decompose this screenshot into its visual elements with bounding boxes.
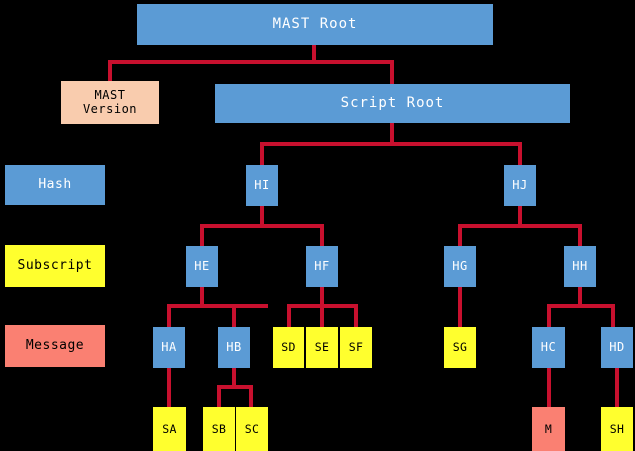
node-label-sf: SF <box>348 340 364 355</box>
node-label-hc: HC <box>540 339 557 354</box>
node-label-hd: HD <box>609 339 625 354</box>
node-label-sh: SH <box>609 421 625 436</box>
edge-hh-bar <box>547 304 615 308</box>
node-label-sc: SC <box>244 421 260 436</box>
node-hh[interactable]: HH <box>564 246 596 287</box>
node-label-se: SE <box>314 340 330 355</box>
node-label-hh: HH <box>572 258 588 273</box>
node-label-hf: HF <box>314 258 330 273</box>
node-label-hj: HJ <box>512 177 528 192</box>
edge-ha-to-sa <box>167 367 171 408</box>
edge-hb-bar <box>217 385 253 389</box>
edge-hh-to-hd <box>611 304 615 328</box>
edge-hf-to-sf <box>354 304 358 328</box>
edge-hi-bar <box>200 224 324 228</box>
legend-item-message: Message <box>5 325 105 367</box>
node-mast-root[interactable]: MAST Root <box>137 4 493 45</box>
node-sb[interactable]: SB <box>203 407 235 451</box>
node-he[interactable]: HE <box>186 246 218 287</box>
edge-hg-to-sg <box>458 286 462 328</box>
edge-scriptroot-to-hi <box>260 142 264 166</box>
edge-he-stem <box>200 286 204 306</box>
edge-mastroot-bar <box>108 60 394 64</box>
node-hf[interactable]: HF <box>306 246 338 287</box>
edge-mastroot-to-scriptroot <box>390 60 394 84</box>
node-label-he: HE <box>194 258 210 273</box>
edge-hb-to-sc <box>249 385 253 408</box>
node-ha[interactable]: HA <box>153 327 185 368</box>
edge-hb-to-sb <box>217 385 221 408</box>
edge-scriptroot-to-hj <box>518 142 522 166</box>
node-label-mast-root: MAST Root <box>272 15 358 32</box>
node-sh[interactable]: SH <box>601 407 633 451</box>
legend-label-message: Message <box>25 337 85 353</box>
edge-he-to-ha <box>167 304 171 328</box>
node-label-script-root: Script Root <box>340 94 445 111</box>
edge-mastroot-stem <box>312 45 316 63</box>
node-hj[interactable]: HJ <box>504 165 536 206</box>
edge-hf-stem <box>320 286 324 306</box>
edge-hi-to-hf <box>320 224 324 248</box>
node-hi[interactable]: HI <box>246 165 278 206</box>
node-script-root[interactable]: Script Root <box>215 84 570 123</box>
edge-mastroot-to-version <box>108 60 112 82</box>
edge-hj-bar <box>458 224 582 228</box>
legend-label-subscript: Subscript <box>17 257 93 273</box>
node-sg[interactable]: SG <box>444 327 476 368</box>
node-label-hg: HG <box>452 258 468 273</box>
node-hb[interactable]: HB <box>218 327 250 368</box>
edge-hh-to-hc <box>547 304 551 328</box>
node-sa[interactable]: SA <box>153 407 186 451</box>
edge-hf-to-sd <box>287 304 291 328</box>
node-se[interactable]: SE <box>306 327 338 368</box>
edge-he-to-hb <box>232 304 236 328</box>
edge-hi-to-he <box>200 224 204 248</box>
edge-scriptroot-stem <box>390 123 394 145</box>
node-label-hi: HI <box>254 177 270 192</box>
edge-hc-to-m <box>547 367 551 408</box>
node-label-sd: SD <box>281 340 296 355</box>
node-mast-version[interactable]: MAST Version <box>61 81 159 124</box>
node-sf[interactable]: SF <box>340 327 372 368</box>
node-sd[interactable]: SD <box>273 327 304 368</box>
edge-he-bar <box>167 304 268 308</box>
legend-label-hash: Hash <box>38 176 72 192</box>
node-hc[interactable]: HC <box>532 327 565 368</box>
node-label-sa: SA <box>162 421 177 436</box>
edge-hj-to-hg <box>458 224 462 248</box>
edge-hb-stem <box>232 367 236 387</box>
node-sc[interactable]: SC <box>236 407 268 451</box>
node-label-m: M <box>544 421 553 436</box>
node-hd[interactable]: HD <box>601 327 633 368</box>
legend-item-hash: Hash <box>5 165 105 205</box>
edge-hh-stem <box>578 286 582 306</box>
node-label-hb: HB <box>226 339 242 354</box>
edge-hi-stem <box>260 205 264 227</box>
node-label-mast-version: MAST Version <box>82 88 138 116</box>
node-hg[interactable]: HG <box>444 246 476 287</box>
legend-item-subscript: Subscript <box>5 245 105 287</box>
edge-hf-to-se <box>320 304 324 328</box>
edge-hd-to-sh <box>615 367 619 408</box>
edge-hj-stem <box>518 205 522 227</box>
node-m[interactable]: M <box>532 407 565 451</box>
edge-hj-to-hh <box>578 224 582 248</box>
node-label-sg: SG <box>452 340 468 355</box>
node-label-ha: HA <box>161 339 177 354</box>
edge-scriptroot-bar <box>260 142 522 146</box>
node-label-sb: SB <box>211 421 227 436</box>
